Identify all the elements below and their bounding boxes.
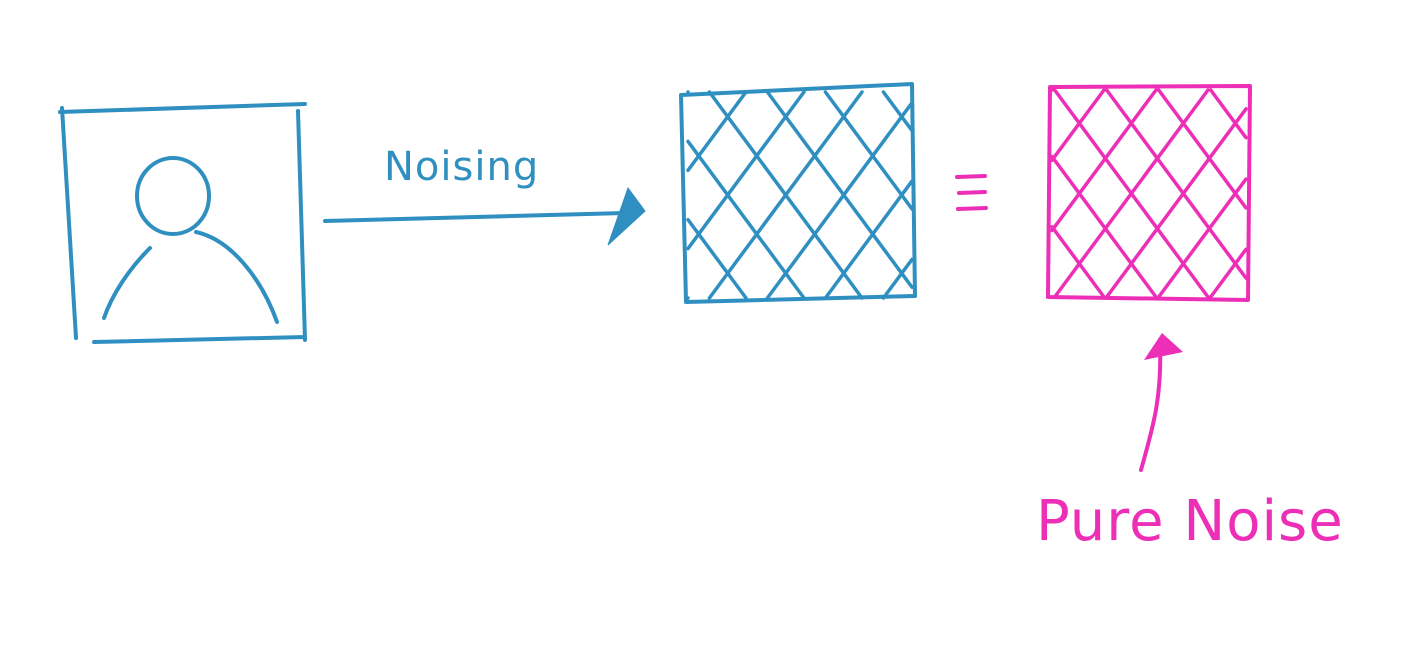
hatch-line: [1104, 88, 1248, 280]
noising-label: Noising: [384, 144, 539, 190]
hatch-line: [881, 90, 914, 133]
hatch-line: [1208, 247, 1248, 299]
arrowhead-icon: [607, 186, 646, 246]
hatch-line: [1156, 88, 1248, 210]
hatch-line: [765, 101, 914, 300]
hatch-line: [1208, 88, 1248, 140]
hatch-line: [823, 179, 914, 300]
hatch-line: [881, 257, 914, 300]
equivalence-symbol: ≡: [0, 0, 988, 211]
hatch-line: [765, 90, 914, 289]
hatch-line: [1104, 107, 1248, 299]
clean-image-border: [58, 102, 307, 344]
arrowhead-icon: [1144, 333, 1183, 360]
noised-image-border: [679, 82, 917, 304]
hatch-line: [1156, 177, 1248, 299]
pure-noise-image: [1046, 84, 1252, 302]
person-icon: [102, 156, 279, 324]
equivalence-text: ≡: [0, 0, 1, 1]
hatch-line: [823, 90, 914, 211]
hatch-line: [1050, 88, 1158, 233]
hatch-line: [1050, 225, 1106, 299]
hatch-line: [1050, 88, 1106, 162]
pure-noise-arrow: [1139, 333, 1183, 472]
pure-noise-label: Pure Noise: [1036, 489, 1344, 554]
noising-arrow: [323, 186, 646, 246]
noised-image: [679, 82, 917, 304]
pure-noise-border: [1046, 84, 1252, 302]
pure-noise-crosshatch: [1050, 88, 1248, 299]
hatch-line: [1050, 154, 1158, 299]
noised-image-crosshatch: [686, 90, 914, 300]
clean-image-frame: [58, 102, 307, 344]
hatch-line: [707, 90, 864, 300]
